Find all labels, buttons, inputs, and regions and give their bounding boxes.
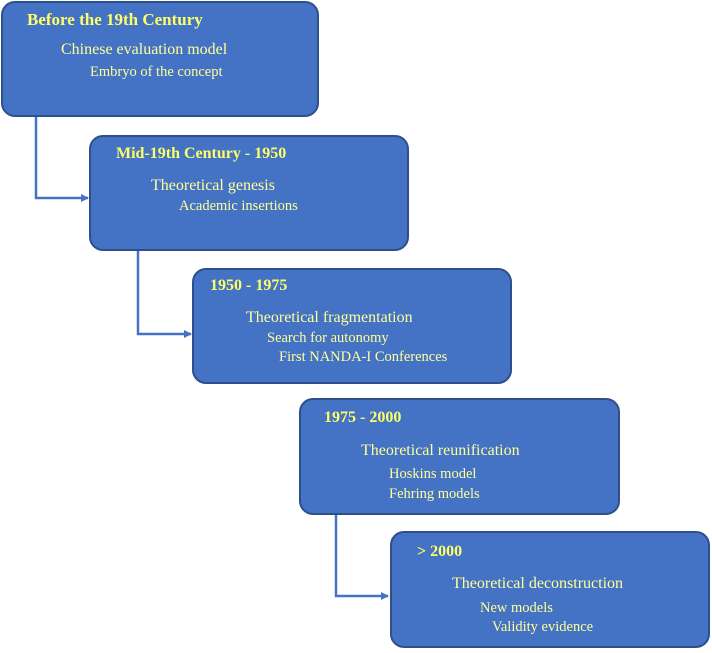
connector-arrow-1 <box>34 116 89 202</box>
stage-title: Before the 19th Century <box>27 10 203 29</box>
stage-title: > 2000 <box>417 543 463 560</box>
stage-line: Hoskins model <box>389 466 477 482</box>
stage-line: Validity evidence <box>492 619 594 635</box>
stage-line: Theoretical genesis <box>151 177 275 194</box>
stage-line: New models <box>480 600 553 616</box>
stage-line: First NANDA-I Conferences <box>279 349 448 365</box>
stage-title: Mid-19th Century - 1950 <box>116 145 287 162</box>
stage-box-1975-2000: 1975 - 2000 Theoretical reunification Ho… <box>299 398 620 515</box>
stage-line: Chinese evaluation model <box>61 41 228 58</box>
stage-title: 1975 - 2000 <box>324 409 402 426</box>
stage-box-mid-19th-century-1950: Mid-19th Century - 1950 Theoretical gene… <box>89 135 409 251</box>
stage-line: Theoretical reunification <box>361 442 520 459</box>
stage-box-1950-1975: 1950 - 1975 Theoretical fragmentation Se… <box>192 268 512 384</box>
stage-line: Academic insertions <box>179 198 298 214</box>
stage-box-before-19th-century: Before the 19th Century Chinese evaluati… <box>1 1 319 117</box>
connector-arrow-3 <box>334 514 389 600</box>
stage-box-after-2000: > 2000 Theoretical deconstruction New mo… <box>390 531 710 648</box>
stage-line: Search for autonomy <box>267 330 389 346</box>
stage-line: Theoretical deconstruction <box>452 575 624 592</box>
stage-title: 1950 - 1975 <box>210 277 288 294</box>
stage-line: Theoretical fragmentation <box>246 309 413 326</box>
stage-line: Fehring models <box>389 486 480 502</box>
connector-arrow-2 <box>136 250 192 338</box>
stage-line: Embryo of the concept <box>90 64 223 80</box>
